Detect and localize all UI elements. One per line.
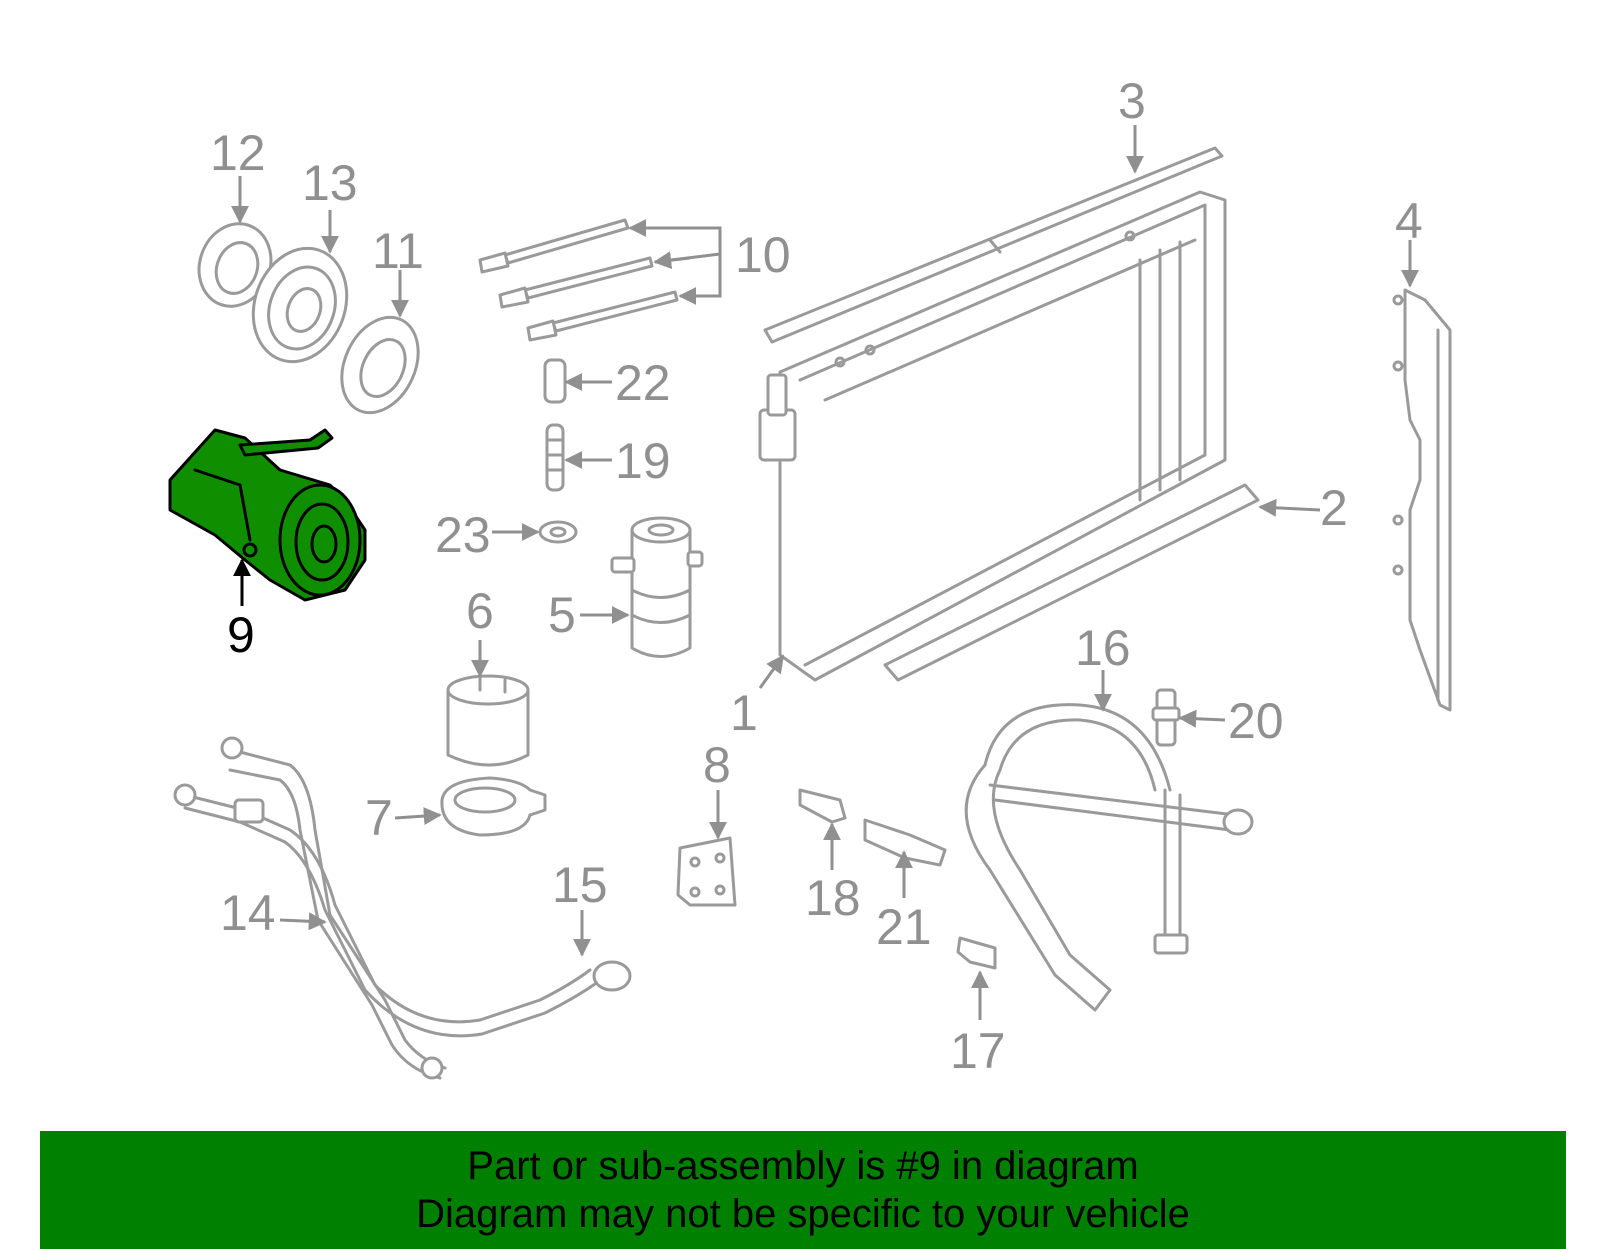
- callout-3: 3: [1118, 73, 1146, 129]
- part-6-sleeve: [446, 674, 530, 767]
- leader-1: [758, 654, 785, 689]
- part-8-bracket: [676, 836, 737, 907]
- callout-20: 20: [1228, 693, 1284, 749]
- leader-14: [279, 912, 327, 931]
- callout-6: 6: [466, 583, 494, 639]
- banner-line-part: Part or sub-assembly is #9 in diagram: [467, 1144, 1139, 1188]
- callout-2: 2: [1320, 480, 1348, 536]
- callout-5: 5: [548, 587, 576, 643]
- leader-7: [394, 807, 442, 826]
- callout-17: 17: [950, 1023, 1006, 1079]
- callout-12: 12: [210, 125, 266, 181]
- part-7-clamp: [440, 776, 547, 837]
- part-21-sensor: [863, 818, 947, 867]
- callout-21: 21: [876, 899, 932, 955]
- callout-15: 15: [552, 857, 608, 913]
- callout-labels: 1 2 3 4 5 6 7 8 9 10 11 12 13 14 15 16 1…: [210, 73, 1423, 1079]
- callout-16: 16: [1075, 620, 1131, 676]
- callout-11: 11: [372, 223, 424, 279]
- part-2-seal-bottom: [883, 483, 1260, 682]
- part-11-coil: [340, 315, 420, 415]
- leader-2: [1258, 498, 1321, 517]
- part-10-bolts: [478, 218, 679, 342]
- callout-9: 9: [227, 607, 255, 663]
- callout-22: 22: [615, 355, 671, 411]
- callout-10: 10: [735, 227, 791, 283]
- leaders: [231, 125, 1419, 1020]
- part-16-hose: [964, 703, 1254, 1012]
- part-4-side-panel: [1392, 288, 1452, 712]
- part-17-plug: [956, 936, 997, 970]
- part-13-pulley: [251, 246, 349, 364]
- leader-20: [1178, 709, 1226, 728]
- part-9-compressor: [168, 428, 367, 602]
- leader-10-b: [653, 251, 691, 270]
- info-banner: Part or sub-assembly is #9 in diagram Di…: [40, 1131, 1566, 1249]
- part-14-liquid-line: [173, 736, 632, 1080]
- part-3-seal-top: [763, 146, 1224, 344]
- callout-23: 23: [435, 507, 491, 563]
- callout-14: 14: [220, 885, 276, 941]
- callout-13: 13: [302, 155, 358, 211]
- callout-1: 1: [730, 685, 758, 741]
- callout-4: 4: [1395, 193, 1423, 249]
- part-23-washer: [538, 520, 578, 544]
- part-5-receiver-drier: [610, 516, 704, 658]
- part-1-condenser: [758, 190, 1227, 682]
- callout-7: 7: [365, 790, 393, 846]
- banner-line-disclaimer: Diagram may not be specific to your vehi…: [416, 1192, 1190, 1236]
- callout-8: 8: [703, 737, 731, 793]
- part-18-switch: [798, 788, 847, 824]
- part-20-valve: [1151, 688, 1181, 747]
- part-22-sleeve: [543, 358, 567, 404]
- callout-19: 19: [615, 433, 671, 489]
- part-19-stud: [545, 423, 565, 492]
- callout-18: 18: [805, 870, 861, 926]
